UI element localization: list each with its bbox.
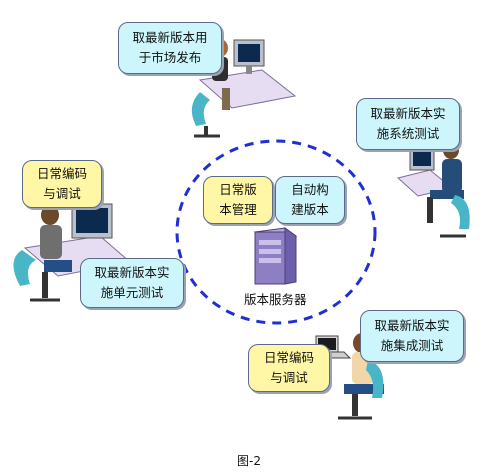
node-version-management: 日常版 本管理: [203, 176, 273, 224]
node-top-release: 取最新版本用 于市场发布: [118, 22, 222, 74]
node-unit-test: 取最新版本实 施单元测试: [80, 258, 184, 308]
node-left-daily-coding: 日常编码 与调试: [22, 160, 102, 208]
node-system-test: 取最新版本实 施系统测试: [356, 98, 460, 150]
node-bottom-daily-coding: 日常编码 与调试: [248, 344, 330, 392]
dashed-circle: [175, 139, 377, 325]
server-tower-icon: [253, 227, 298, 285]
person-at-computer-icon: [396, 141, 470, 238]
node-auto-build: 自动构 建版本: [275, 176, 345, 224]
figure-caption: 图-2: [237, 454, 261, 468]
server-label: 版本服务器: [244, 292, 307, 307]
person-at-computer-icon: [13, 203, 132, 302]
node-integration-test: 取最新版本实 施集成测试: [360, 310, 464, 362]
